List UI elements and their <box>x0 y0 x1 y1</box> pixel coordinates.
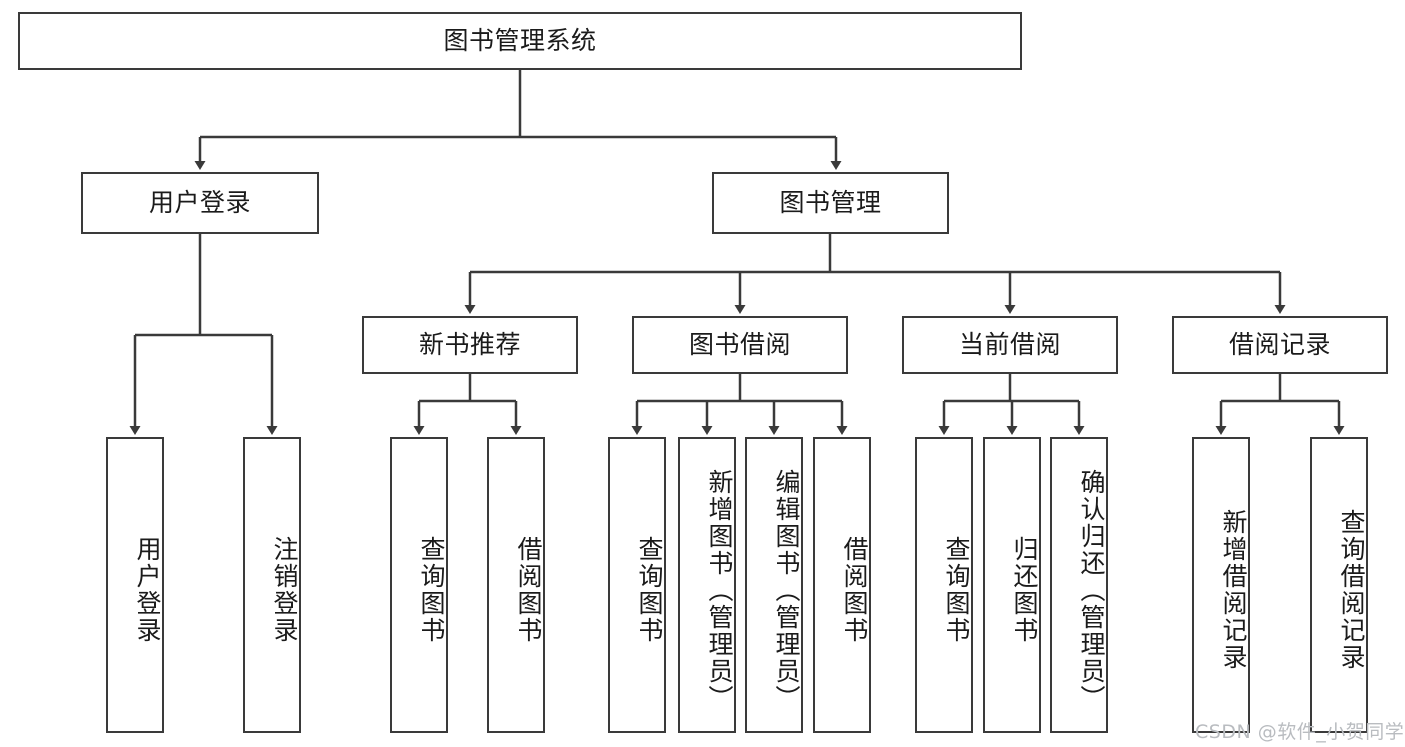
node-current-borrow-label: 当前借阅 <box>958 330 1061 360</box>
leaf-logout[interactable]: 注销登录 <box>243 437 301 733</box>
node-borrow-records-label: 借阅记录 <box>1228 330 1331 360</box>
leaf-borrow-book-recommend-label: 借阅图书 <box>514 536 543 644</box>
leaf-query-book-recommend[interactable]: 查询图书 <box>390 437 448 733</box>
leaf-edit-book-admin-label: 编辑图书（管理员） <box>772 468 801 712</box>
leaf-add-book-admin[interactable]: 新增图书（管理员） <box>678 437 736 733</box>
node-book-borrow-label: 图书借阅 <box>688 330 791 360</box>
node-root[interactable]: 图书管理系统 <box>18 12 1022 70</box>
node-user-login[interactable]: 用户登录 <box>81 172 319 234</box>
leaf-return-book-label: 归还图书 <box>1010 536 1039 644</box>
leaf-edit-book-admin[interactable]: 编辑图书（管理员） <box>745 437 803 733</box>
leaf-confirm-return-admin[interactable]: 确认归还（管理员） <box>1050 437 1108 733</box>
leaf-add-borrow-record[interactable]: 新增借阅记录 <box>1192 437 1250 733</box>
node-new-book-recommend[interactable]: 新书推荐 <box>362 316 578 374</box>
leaf-logout-label: 注销登录 <box>270 536 299 644</box>
node-current-borrow[interactable]: 当前借阅 <box>902 316 1118 374</box>
leaf-return-book[interactable]: 归还图书 <box>983 437 1041 733</box>
leaf-user-login-label: 用户登录 <box>133 536 162 644</box>
csdn-watermark: CSDN @软件_小贺同学 <box>1195 721 1405 743</box>
node-user-login-label: 用户登录 <box>148 188 251 218</box>
node-new-book-recommend-label: 新书推荐 <box>418 330 521 360</box>
node-book-management[interactable]: 图书管理 <box>712 172 949 234</box>
leaf-add-borrow-record-label: 新增借阅记录 <box>1219 509 1248 671</box>
leaf-user-login[interactable]: 用户登录 <box>106 437 164 733</box>
leaf-borrow-book[interactable]: 借阅图书 <box>813 437 871 733</box>
leaf-confirm-return-admin-label: 确认归还（管理员） <box>1077 468 1106 712</box>
leaf-query-book-current-label: 查询图书 <box>942 536 971 644</box>
leaf-query-book-current[interactable]: 查询图书 <box>915 437 973 733</box>
leaf-query-book-recommend-label: 查询图书 <box>417 536 446 644</box>
node-root-label: 图书管理系统 <box>443 26 597 56</box>
leaf-add-book-admin-label: 新增图书（管理员） <box>705 468 734 712</box>
leaf-borrow-book-label: 借阅图书 <box>840 536 869 644</box>
leaf-query-book-borrow[interactable]: 查询图书 <box>608 437 666 733</box>
leaf-query-borrow-record[interactable]: 查询借阅记录 <box>1310 437 1368 733</box>
node-book-borrow[interactable]: 图书借阅 <box>632 316 848 374</box>
leaf-borrow-book-recommend[interactable]: 借阅图书 <box>487 437 545 733</box>
node-borrow-records[interactable]: 借阅记录 <box>1172 316 1388 374</box>
leaf-query-book-borrow-label: 查询图书 <box>635 536 664 644</box>
leaf-query-borrow-record-label: 查询借阅记录 <box>1337 509 1366 671</box>
node-book-management-label: 图书管理 <box>779 188 882 218</box>
